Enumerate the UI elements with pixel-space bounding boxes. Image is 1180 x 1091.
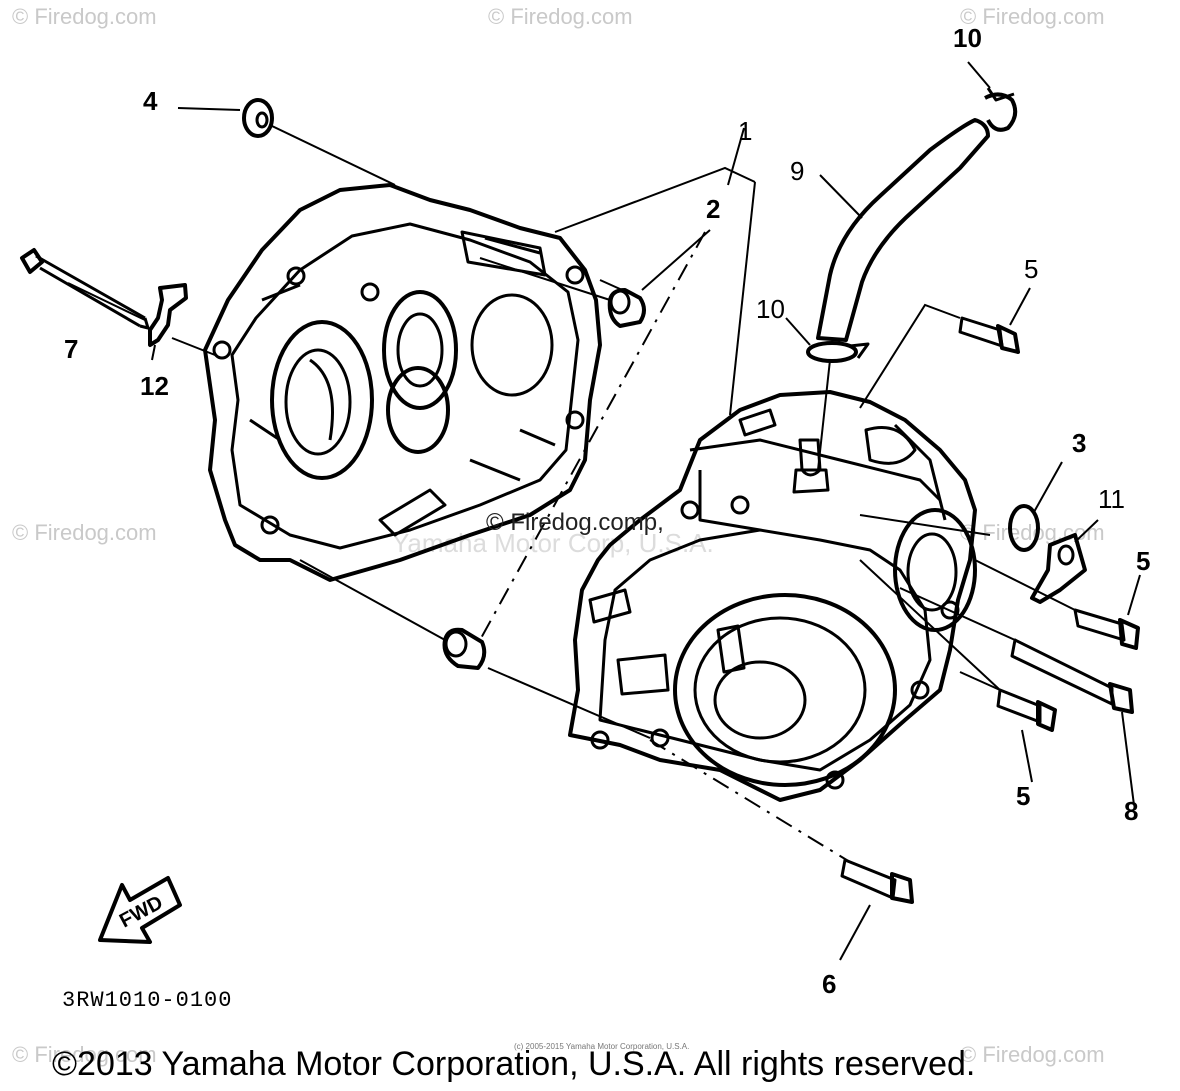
part-code: 3RW1010-0100: [62, 988, 232, 1013]
dowel-pin-part-2-top: [607, 288, 646, 328]
callout-5-right: 5: [1136, 546, 1150, 576]
leader-lines: [67, 61, 1141, 961]
watermark-center: © Firedog.comp,: [486, 509, 664, 536]
callout-11: 11: [1098, 484, 1125, 514]
callout-6: 6: [822, 969, 836, 999]
watermark: © Firedog.com: [488, 4, 633, 29]
watermark: © Firedog.com: [960, 1042, 1105, 1067]
watermark: © Firedog.com: [12, 1042, 157, 1067]
callout-8: 8: [1124, 796, 1138, 826]
copyright-footer: ©2013 Yamaha Motor Corporation, U.S.A. A…: [52, 1045, 975, 1083]
hose-clamp-part-10-bottom: [806, 341, 870, 363]
forward-arrow-icon: FWD: [98, 876, 182, 944]
callout-9: 9: [790, 156, 804, 186]
right-crankcase-half: [568, 390, 977, 802]
hose-clamp-part-10-top: [984, 87, 1018, 132]
callout-10-top: 10: [953, 23, 982, 53]
callout-4: 4: [143, 86, 158, 116]
callout-5-top: 5: [1024, 254, 1038, 284]
watermark-group: © Firedog.com © Firedog.com © Firedog.co…: [12, 4, 1105, 1067]
bolt-part-5-right: [1073, 608, 1140, 650]
clip-part-12: [148, 283, 188, 347]
breather-hose-part-9: [816, 118, 990, 342]
callout-numbers: 4 1 2 10 9 5 10 7 12 3 11 5 5 8 6: [64, 23, 1150, 999]
watermark: © Firedog.com: [960, 4, 1105, 29]
callout-3: 3: [1072, 428, 1086, 458]
left-crankcase-half: [203, 183, 602, 582]
dowel-pin-part-2-bottom: [442, 627, 487, 670]
tiny-copyright-notice: (c) 2005-2015 Yamaha Motor Corporation, …: [514, 1042, 689, 1051]
bolt-part-8: [1010, 638, 1134, 714]
callout-7: 7: [64, 334, 78, 364]
callout-5-lower: 5: [1016, 781, 1030, 811]
bolt-part-6: [840, 858, 914, 904]
watermark: © Firedog.com: [12, 520, 157, 545]
callout-10-lower: 10: [756, 294, 785, 324]
watermark: © Firedog.com: [960, 520, 1105, 545]
bolt-part-5-lower: [996, 688, 1057, 732]
washer-part-4: [242, 98, 274, 138]
callout-1: 1: [738, 116, 752, 146]
callout-2: 2: [706, 194, 720, 224]
bolt-part-7: [20, 248, 150, 330]
washer-part-3: [1008, 504, 1040, 552]
bolt-part-5-top: [958, 316, 1020, 354]
callout-12: 12: [140, 371, 169, 401]
watermark: © Firedog.com: [12, 4, 157, 29]
